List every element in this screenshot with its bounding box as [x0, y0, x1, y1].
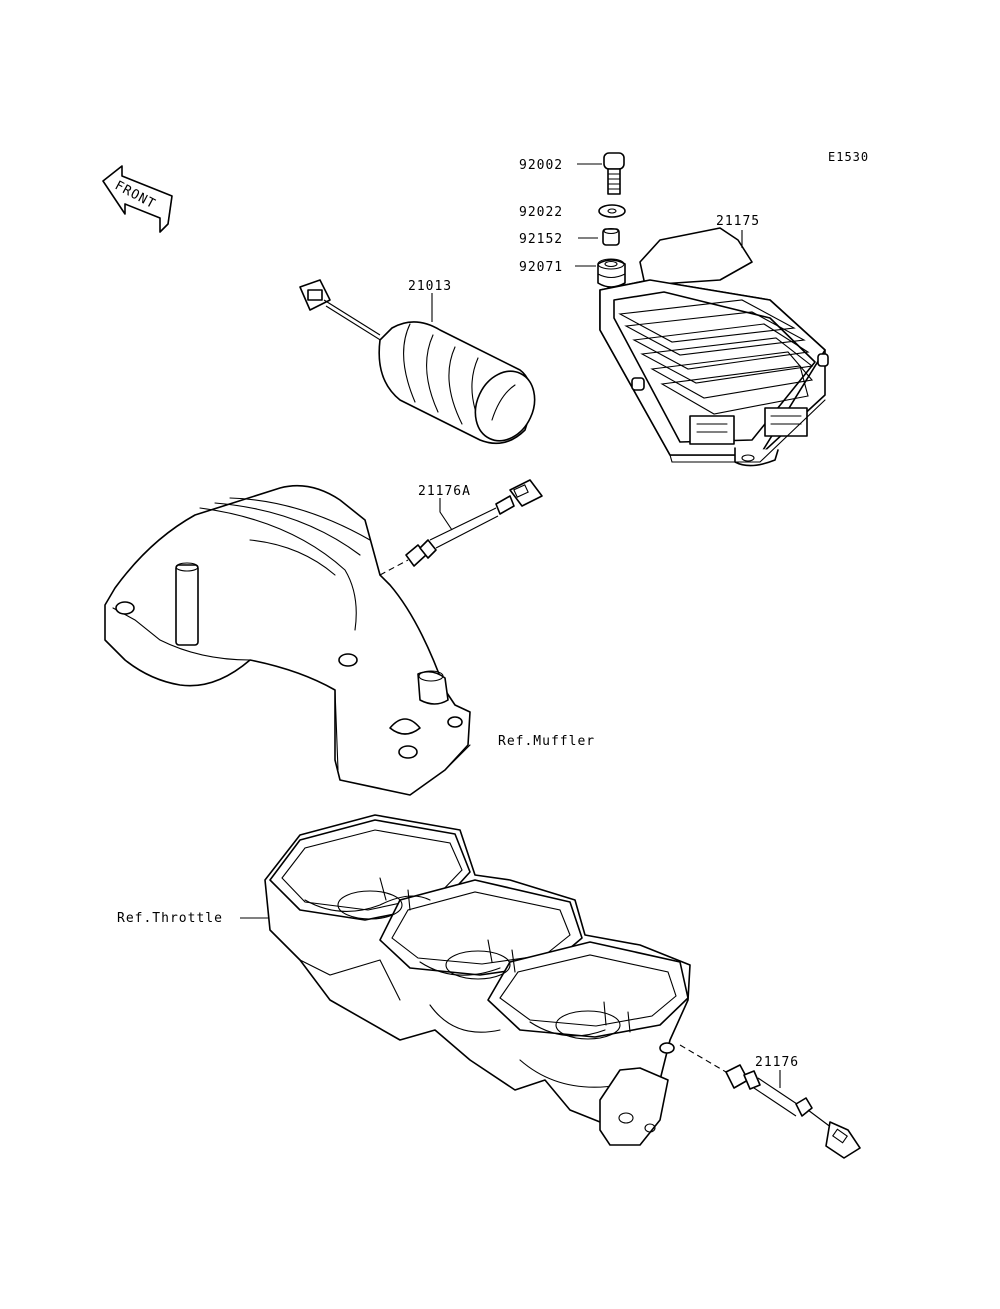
label-92002: 92002: [519, 158, 563, 173]
front-arrow-icon: FRONT: [102, 165, 173, 233]
label-ref-throttle: Ref.Throttle: [117, 911, 223, 926]
diagram-code: E1530: [828, 150, 869, 164]
washer-92022: [598, 204, 626, 218]
label-21176: 21176: [755, 1055, 799, 1070]
sensor-21013: [299, 279, 536, 445]
grommet-92071: [597, 258, 626, 288]
label-ref-muffler: Ref.Muffler: [498, 734, 595, 749]
label-21176A: 21176A: [418, 484, 471, 499]
label-21175: 21175: [716, 214, 760, 229]
label-92022: 92022: [519, 205, 563, 220]
label-92152: 92152: [519, 232, 563, 247]
muffler-body: [104, 484, 471, 796]
label-21013: 21013: [408, 279, 452, 294]
collar-92152: [602, 227, 620, 246]
throttle-body: [264, 814, 691, 1146]
bolt-92002: [603, 152, 625, 195]
ecu-unit-21175: [599, 227, 829, 467]
sensor-21176A: [379, 479, 543, 576]
label-92071: 92071: [519, 260, 563, 275]
leader-lines: [240, 163, 781, 1088]
sensor-21176: [679, 1044, 861, 1159]
